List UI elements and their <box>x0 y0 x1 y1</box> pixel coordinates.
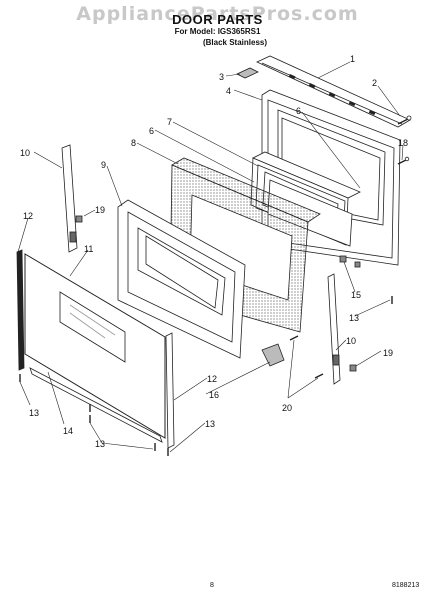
callout-20: 20 <box>282 403 292 413</box>
callout-1: 1 <box>350 54 355 64</box>
callout-13-bottom: 13 <box>95 439 105 449</box>
page-title: DOOR PARTS <box>172 12 263 27</box>
callout-15: 15 <box>351 290 361 300</box>
callout-8: 8 <box>131 138 136 148</box>
callout-13-bottom-right: 13 <box>205 419 215 429</box>
model-line: For Model: IGS365RS1 <box>174 27 261 36</box>
callout-18: 18 <box>398 138 408 148</box>
part-10-left-door-hinge[interactable] <box>61 144 78 253</box>
document-code: 8188213 <box>392 582 420 589</box>
leader-lines <box>17 61 404 453</box>
callout-7: 7 <box>167 117 172 127</box>
part-19-left-hinge-clip[interactable] <box>75 215 83 223</box>
callout-12-left: 12 <box>23 211 33 221</box>
callout-labels: 1 2 3 4 6 7 6 8 18 10 9 12 19 11 15 13 1… <box>20 54 408 449</box>
callout-19-right: 19 <box>383 348 393 358</box>
part-3-clip[interactable] <box>236 67 259 79</box>
callout-3: 3 <box>219 72 224 82</box>
part-16-bracket[interactable] <box>261 343 285 367</box>
site-watermark: AppliancePartsPros.com <box>76 3 359 25</box>
part-14-bottom-trim[interactable] <box>29 367 163 443</box>
callout-19-left: 19 <box>95 205 105 215</box>
callout-10-right: 10 <box>346 336 356 346</box>
part-9-door-frame[interactable] <box>117 199 246 359</box>
callout-12-right: 12 <box>207 374 217 384</box>
part-11-outer-door-panel[interactable] <box>24 253 166 439</box>
part-15-clip[interactable] <box>339 255 361 268</box>
part-13-screws[interactable] <box>19 296 393 456</box>
part-18-screw[interactable] <box>397 156 410 165</box>
callout-4: 4 <box>226 86 231 96</box>
variant-line: (Black Stainless) <box>202 38 268 47</box>
callout-6-lower: 6 <box>149 126 154 136</box>
part-10-right-door-hinge[interactable] <box>327 273 341 385</box>
callout-13-left: 13 <box>29 408 39 418</box>
callout-2: 2 <box>372 78 377 88</box>
callout-14: 14 <box>63 426 73 436</box>
part-20-screws[interactable] <box>289 335 324 379</box>
callout-6-upper: 6 <box>296 106 301 116</box>
part-19-right-hinge-clip[interactable] <box>349 364 357 372</box>
callout-13-right: 13 <box>349 313 359 323</box>
page-number: 8 <box>210 582 214 589</box>
callout-16: 16 <box>209 390 219 400</box>
callout-9: 9 <box>101 160 106 170</box>
part-2-screw[interactable] <box>397 115 412 125</box>
callout-11: 11 <box>84 244 93 254</box>
callout-10-left: 10 <box>20 148 30 158</box>
part-12-right-side-trim[interactable] <box>165 332 175 449</box>
part-12-left-side-trim[interactable] <box>16 249 25 371</box>
